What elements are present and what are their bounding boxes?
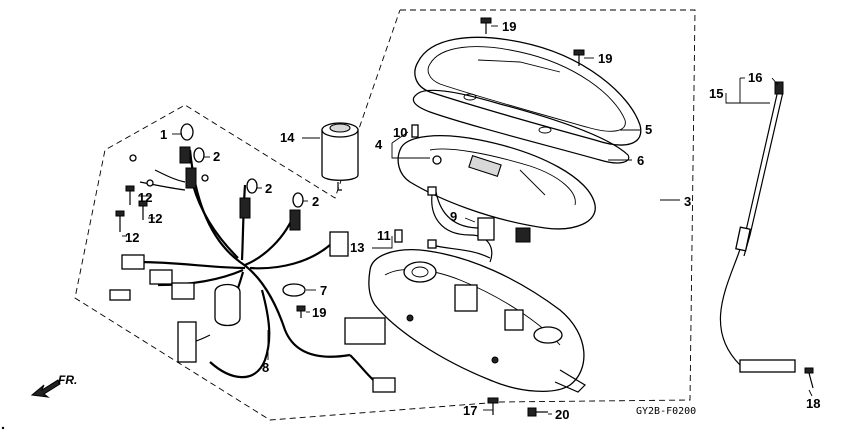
leader-lines xyxy=(122,25,813,415)
corner-mark xyxy=(1,426,5,430)
assembly-outline xyxy=(74,9,696,421)
diagram-code: GY2B-F0200 xyxy=(636,406,696,417)
callout-12: 12 xyxy=(148,211,162,226)
callout-6: 6 xyxy=(637,153,644,168)
screw-12a xyxy=(125,185,135,205)
callout-12: 12 xyxy=(138,190,152,205)
screw-19a xyxy=(480,17,492,34)
callout-10: 10 xyxy=(393,125,407,140)
callout-4: 4 xyxy=(375,137,383,152)
front-direction-arrow: FR. xyxy=(30,373,77,398)
callout-14: 14 xyxy=(280,130,295,145)
callout-20: 20 xyxy=(555,407,569,422)
front-direction-label: FR. xyxy=(58,373,77,387)
harness-connectors xyxy=(109,231,396,393)
screw-17 xyxy=(487,397,499,415)
callout-5: 5 xyxy=(645,122,652,137)
callout-16: 16 xyxy=(748,70,762,85)
callout-2: 2 xyxy=(213,149,220,164)
meter-gasket xyxy=(412,89,630,164)
callout-11: 11 xyxy=(377,228,391,243)
screw-12b xyxy=(138,200,148,220)
callout-19: 19 xyxy=(502,19,516,34)
bulb-2b xyxy=(246,178,258,194)
bulb-1 xyxy=(180,123,194,141)
callout-3: 3 xyxy=(684,194,691,209)
main-wire-harness xyxy=(139,149,386,389)
callout-2: 2 xyxy=(312,194,319,209)
callout-9: 9 xyxy=(450,209,457,224)
meter-sub-harness xyxy=(427,186,495,263)
callout-1: 1 xyxy=(160,127,167,142)
bulb-10 xyxy=(411,124,419,138)
bulb-sockets xyxy=(129,146,301,231)
bulb-2c xyxy=(292,192,304,208)
screw-20 xyxy=(527,407,548,417)
callout-15: 15 xyxy=(709,86,723,101)
meter-cover xyxy=(414,36,642,146)
callout-19: 19 xyxy=(312,305,326,320)
callout-12: 12 xyxy=(125,230,139,245)
screw-18 xyxy=(804,367,814,389)
callout-8: 8 xyxy=(262,360,269,375)
screw-19b xyxy=(573,49,585,66)
callout-7: 7 xyxy=(320,283,327,298)
speedometer-cable xyxy=(719,81,796,373)
screw-19c xyxy=(296,305,306,318)
callout-13: 13 xyxy=(350,240,364,255)
bulb-11 xyxy=(394,229,403,243)
screw-12c xyxy=(115,210,125,232)
meter-lower-case xyxy=(368,249,586,393)
bulb-2a xyxy=(193,147,205,163)
callout-2: 2 xyxy=(265,181,272,196)
callout-18: 18 xyxy=(806,396,820,411)
callout-labels: 1 2 2 2 3 4 5 6 7 8 9 10 11 12 12 12 13 … xyxy=(125,19,820,422)
indicator-unit xyxy=(321,122,359,191)
callout-17: 17 xyxy=(463,403,477,418)
callout-19: 19 xyxy=(598,51,612,66)
harness-clamp xyxy=(282,283,306,297)
meter-panel xyxy=(397,135,596,243)
